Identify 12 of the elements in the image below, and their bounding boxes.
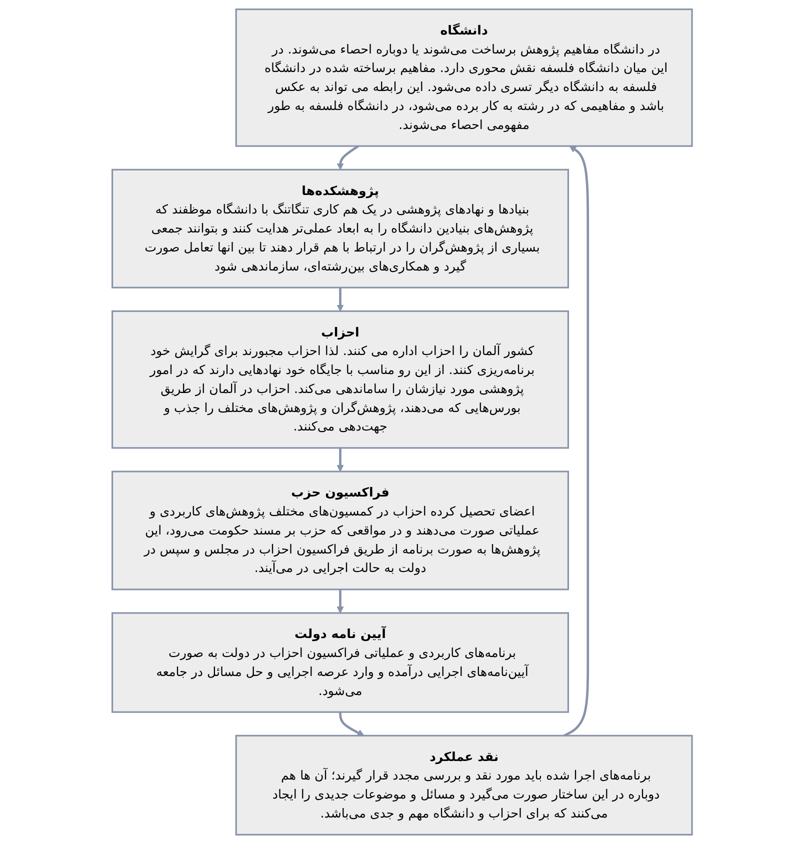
arrow xyxy=(563,145,589,736)
node-box: فراکسیون حزب اعضای تحصیل کرده احزاب در کمسیون‌های مختلف پژوهش‌های کاربردی و عملیاتی صورت می‌دهند و در مواقعی که حزب بر مسند حکومت می‌رود، این پژوهش‌ها به صورت برنامه از طریق فراکسیون احزاب در مجلس و سپس در دولت به حالت اجرایی در می‌آیند. xyxy=(111,470,569,590)
arrow xyxy=(338,712,364,736)
arrow xyxy=(336,287,344,311)
node-box: آیین نامه دولت برنامه‌های کاربردی و عملیاتی فراکسیون احزاب در دولت به صورت آیین‌نامه‌های اجرایی درآمده و وارد عرصه اجرایی و حل مسائل در جامعه می‌شود. xyxy=(111,612,569,712)
node-box: نقد عملکرد برنامه‌های اجرا شده باید مورد نقد و بررسی مجدد قرار گیرند؛ آن ها هم دوباره در این ساختار صورت می‌گیرد و مسائل و موضوعات جدیدی را ایجاد می‌کنند که برای احزاب و دانشگاه مهم و جدی می‌باشد. xyxy=(235,734,693,835)
arrow xyxy=(336,588,344,613)
arrow xyxy=(336,447,344,472)
arrow xyxy=(336,144,359,170)
node-box: پژوهشکده‌ها بنیادها و نهادهای پژوهشی در یک هم کاری تنگاتنگ با دانشگاه موظفند که پژوهش‌های بنیادین دانشگاه را به ابعاد عملی‌تر هدایت کنند و بتوانند جمعی بسیاری از پژوهش‌گران را در ارتباط با هم قرار دهند تا بین انها تعامل صورت گیرد و همکاری‌های بین‌رشته‌ای، سازماندهی شود xyxy=(111,168,569,288)
node-box: احزاب کشور آلمان را احزاب اداره می کنند. لذا احزاب مجبورند برای گرایش خود برنامه‌ریزی کنند. از این رو مناسب با جایگاه خود نهادهایی دارند که در امور پژوهشی مورد نیازشان را ساماندهی می‌کند. احزاب در آلمان از طریق بورس‌هایی که می‌دهند، پژوهش‌گران و پژوهش‌های مختلف را جذب و جهت‌دهی می‌کنند. xyxy=(111,310,569,448)
node-box: دانشگاه در دانشگاه مفاهیم پژوهش برساخت می‌شوند یا دوباره احصاء می‌شوند. در این میان دانشگاه فلسفه نقش محوری دارد. مفاهیم برساخته شده در دانشگاه فلسفه به دانشگاه دیگر تسری داده می‌شود. این رابطه می تواند به عکس باشد و مفاهیمی که در رشته به کار برده می‌شود، در دانشگاه فلسفه به طور مفهومی احصاء می‌شوند. xyxy=(235,8,693,146)
